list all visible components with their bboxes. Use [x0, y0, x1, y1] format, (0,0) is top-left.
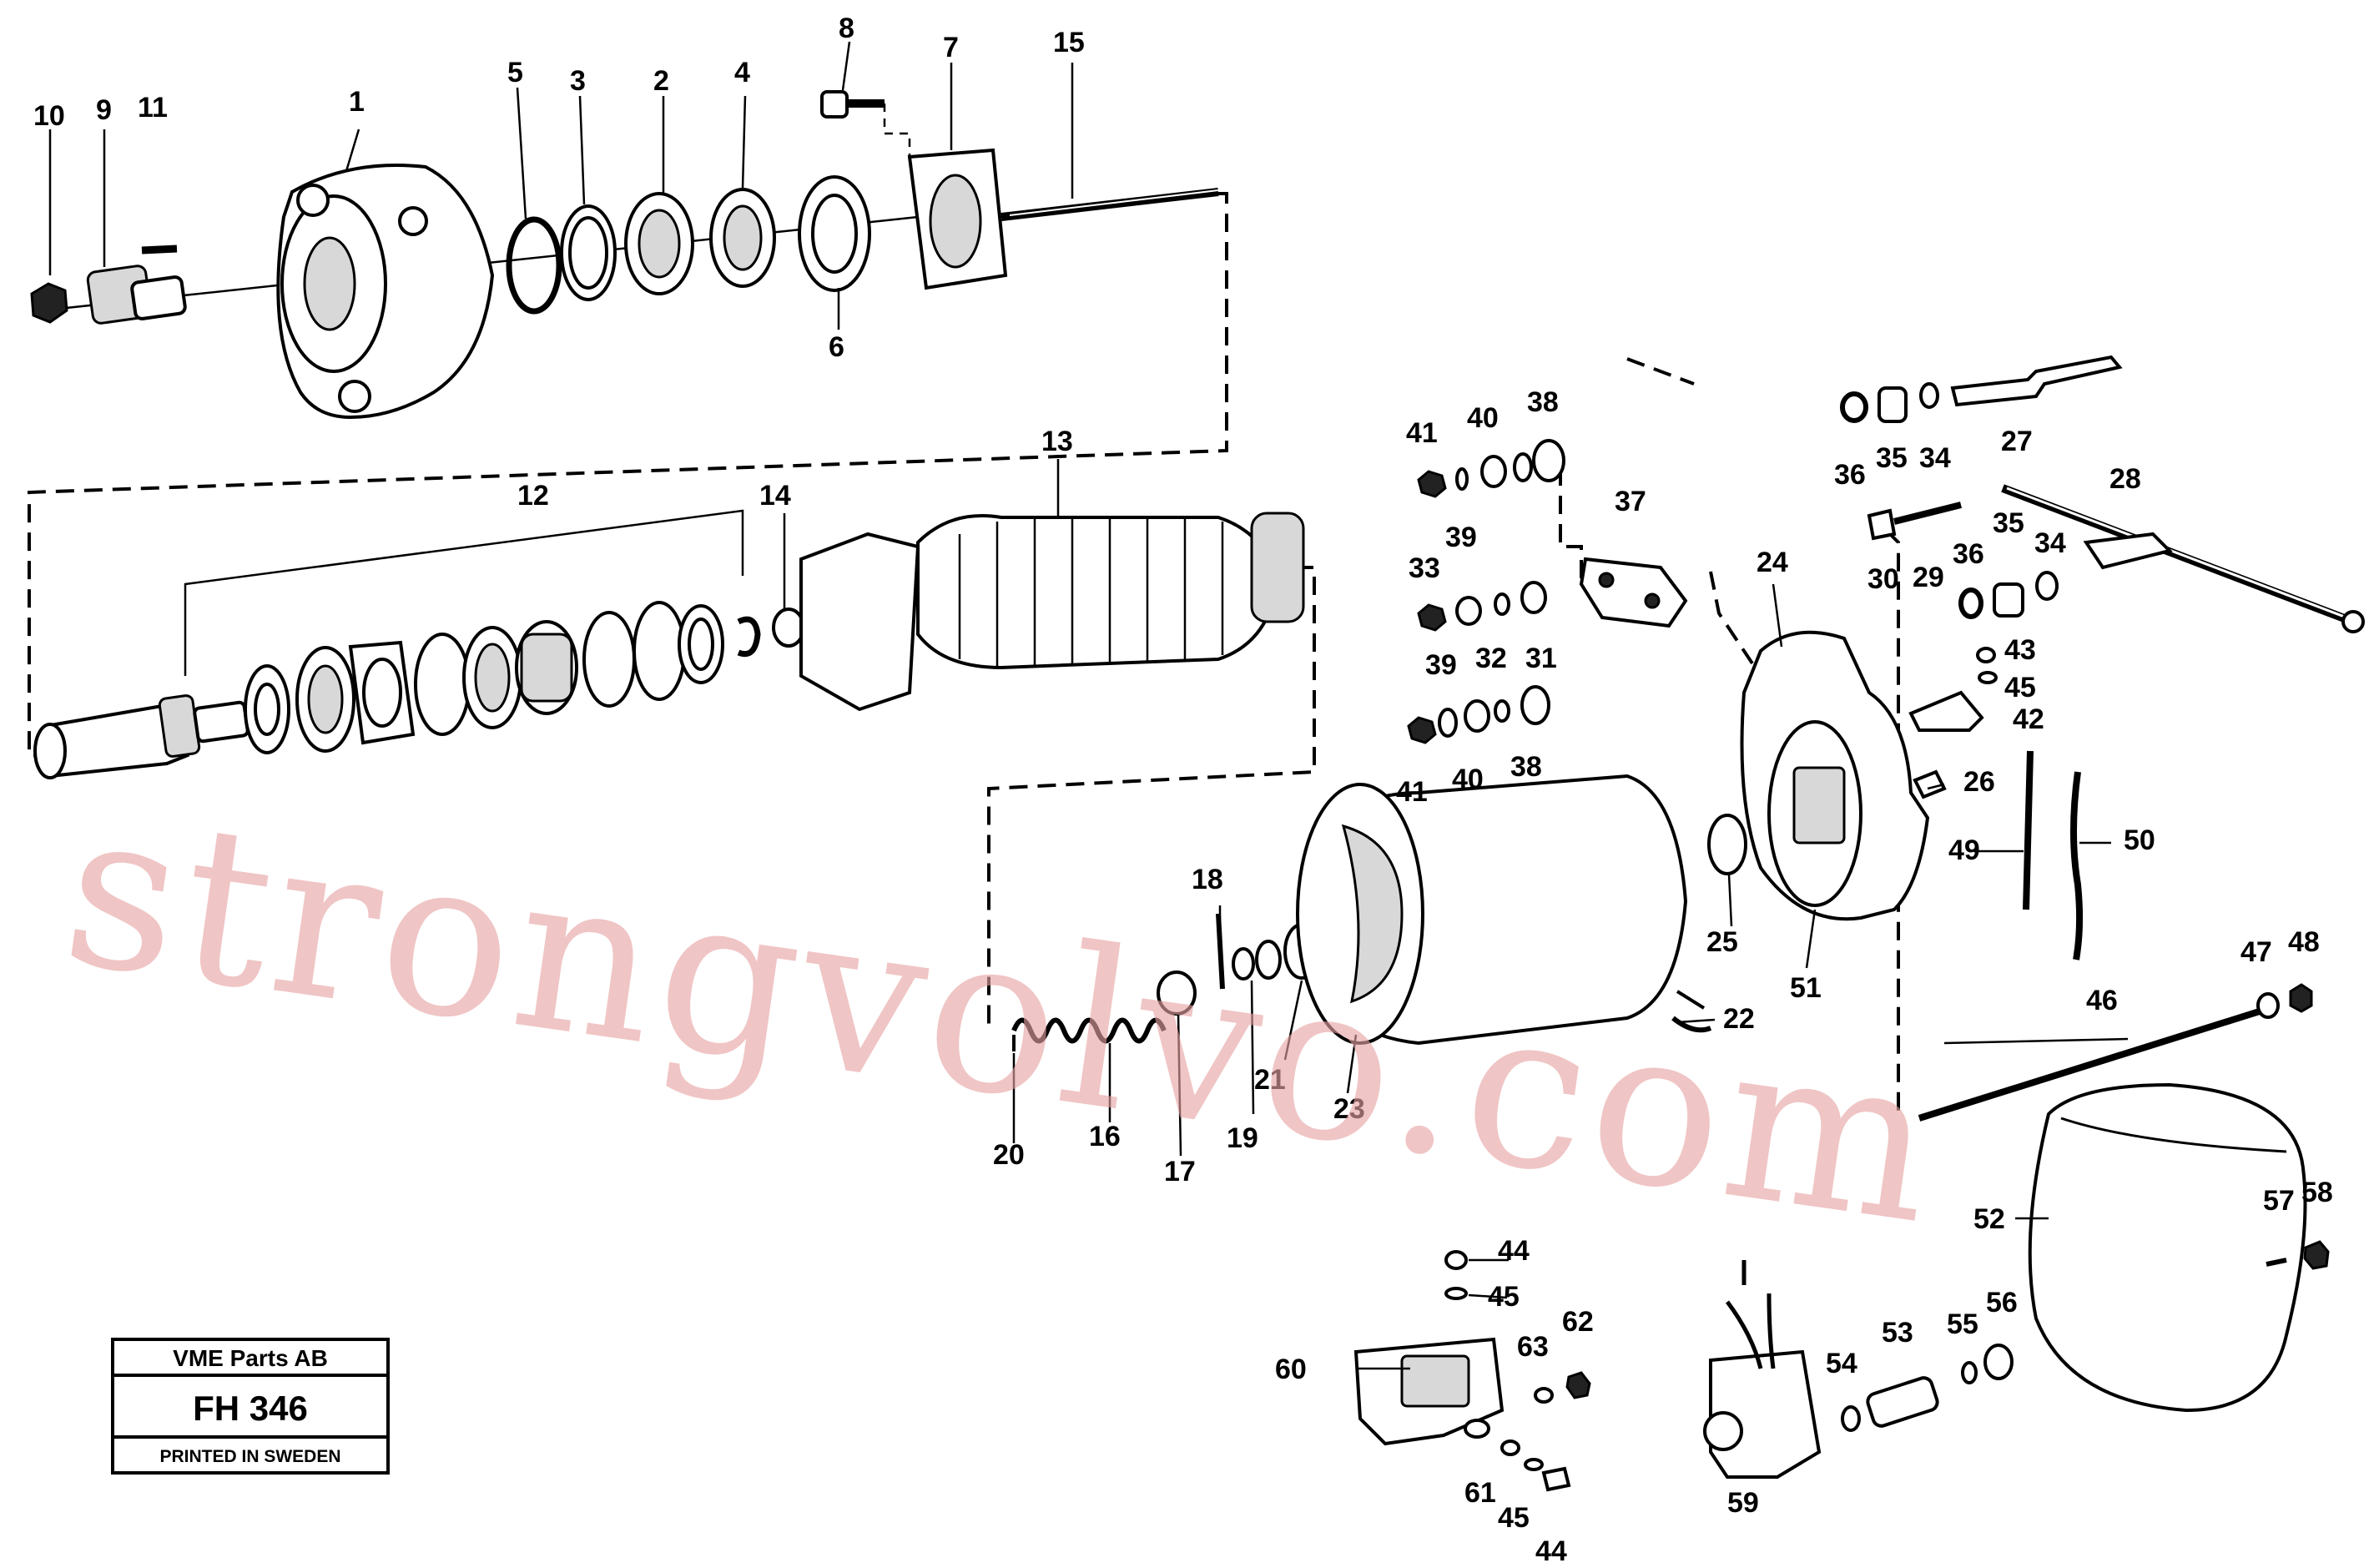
label-44-upper: 44 [1498, 1235, 1530, 1267]
label-7: 7 [943, 32, 959, 63]
label-54: 54 [1826, 1348, 1857, 1379]
label-14: 14 [759, 480, 791, 512]
title-block: VME Parts AB FH 346 PRINTED IN SWEDEN [111, 1338, 390, 1475]
label-48: 48 [2288, 926, 2320, 958]
label-9: 9 [96, 94, 112, 126]
label-38-lower: 38 [1510, 751, 1542, 783]
label-20: 20 [993, 1139, 1025, 1171]
label-38-upper: 38 [1527, 386, 1559, 418]
label-47: 47 [2240, 936, 2272, 968]
label-3: 3 [570, 65, 586, 97]
label-62: 62 [1562, 1306, 1594, 1338]
terminal-hardware [1407, 355, 2365, 960]
label-52: 52 [1973, 1203, 2005, 1235]
drive-gear-assembly [33, 509, 1305, 779]
label-15: 15 [1053, 27, 1085, 58]
label-29: 29 [1913, 562, 1944, 593]
label-8: 8 [839, 13, 854, 44]
label-45-right: 45 [2004, 672, 2036, 703]
label-4: 4 [734, 57, 750, 88]
label-27: 27 [2001, 426, 2033, 457]
label-50: 50 [2124, 824, 2155, 856]
label-19: 19 [1227, 1122, 1258, 1154]
label-37: 37 [1615, 486, 1646, 517]
label-32: 32 [1475, 643, 1507, 674]
label-39-lower: 39 [1425, 649, 1457, 681]
label-57: 57 [2263, 1185, 2295, 1217]
label-39-upper: 39 [1445, 522, 1477, 553]
label-30: 30 [1867, 563, 1899, 595]
title-code: FH 346 [193, 1389, 308, 1428]
label-11: 11 [138, 92, 168, 124]
label-21: 21 [1254, 1064, 1286, 1096]
label-55: 55 [1947, 1308, 1978, 1340]
brush-cover-assembly [1918, 983, 2330, 1413]
label-5: 5 [507, 57, 523, 88]
solenoid-assemblies [1353, 1250, 2014, 1492]
label-23: 23 [1333, 1093, 1365, 1125]
label-6: 6 [829, 331, 844, 363]
label-49: 49 [1948, 834, 1980, 866]
label-26: 26 [1963, 766, 1995, 798]
label-2: 2 [653, 65, 669, 97]
label-63: 63 [1517, 1331, 1549, 1363]
label-60: 60 [1275, 1354, 1307, 1385]
label-22: 22 [1723, 1003, 1755, 1035]
drive-end-assembly [30, 90, 1219, 420]
label-41-lower: 41 [1396, 776, 1428, 808]
label-59: 59 [1727, 1487, 1759, 1519]
label-41-upper: 41 [1406, 417, 1438, 449]
label-17: 17 [1164, 1156, 1196, 1187]
label-40-upper: 40 [1467, 402, 1499, 434]
label-44-lower: 44 [1535, 1535, 1567, 1567]
label-13: 13 [1041, 426, 1073, 457]
leader-lines [48, 41, 2129, 1370]
label-61: 61 [1464, 1477, 1496, 1509]
label-42: 42 [2013, 703, 2044, 735]
label-36-upper: 36 [1834, 459, 1866, 491]
assembly-dashed-connectors [28, 192, 1900, 1118]
label-34-lower: 34 [2034, 527, 2066, 559]
label-53: 53 [1882, 1317, 1913, 1349]
field-frame-assembly [1011, 630, 1930, 1051]
label-10: 10 [33, 100, 65, 132]
label-16: 16 [1089, 1121, 1121, 1152]
label-28: 28 [2109, 463, 2141, 495]
label-43: 43 [2004, 634, 2036, 666]
label-24: 24 [1757, 547, 1788, 578]
label-45-mid: 45 [1488, 1281, 1520, 1313]
label-33: 33 [1409, 552, 1440, 584]
title-printed: PRINTED IN SWEDEN [159, 1447, 340, 1466]
label-31: 31 [1525, 643, 1557, 674]
label-56: 56 [1986, 1287, 2018, 1318]
label-51: 51 [1790, 972, 1822, 1004]
label-35-lower: 35 [1993, 507, 2024, 539]
label-34-upper: 34 [1919, 442, 1951, 474]
label-36-lower: 36 [1953, 538, 1984, 570]
label-1: 1 [349, 86, 365, 118]
label-35-upper: 35 [1876, 442, 1908, 474]
label-25: 25 [1706, 926, 1738, 958]
label-40-lower: 40 [1452, 764, 1484, 795]
label-12: 12 [517, 480, 549, 512]
title-company: VME Parts AB [173, 1345, 328, 1371]
label-18: 18 [1192, 864, 1223, 895]
label-58: 58 [2301, 1177, 2333, 1208]
label-45-lower: 45 [1498, 1502, 1530, 1534]
part-number-labels: 10 9 11 1 5 3 2 4 8 7 15 6 12 14 13 18 2… [33, 13, 2333, 1567]
label-46: 46 [2086, 985, 2118, 1016]
